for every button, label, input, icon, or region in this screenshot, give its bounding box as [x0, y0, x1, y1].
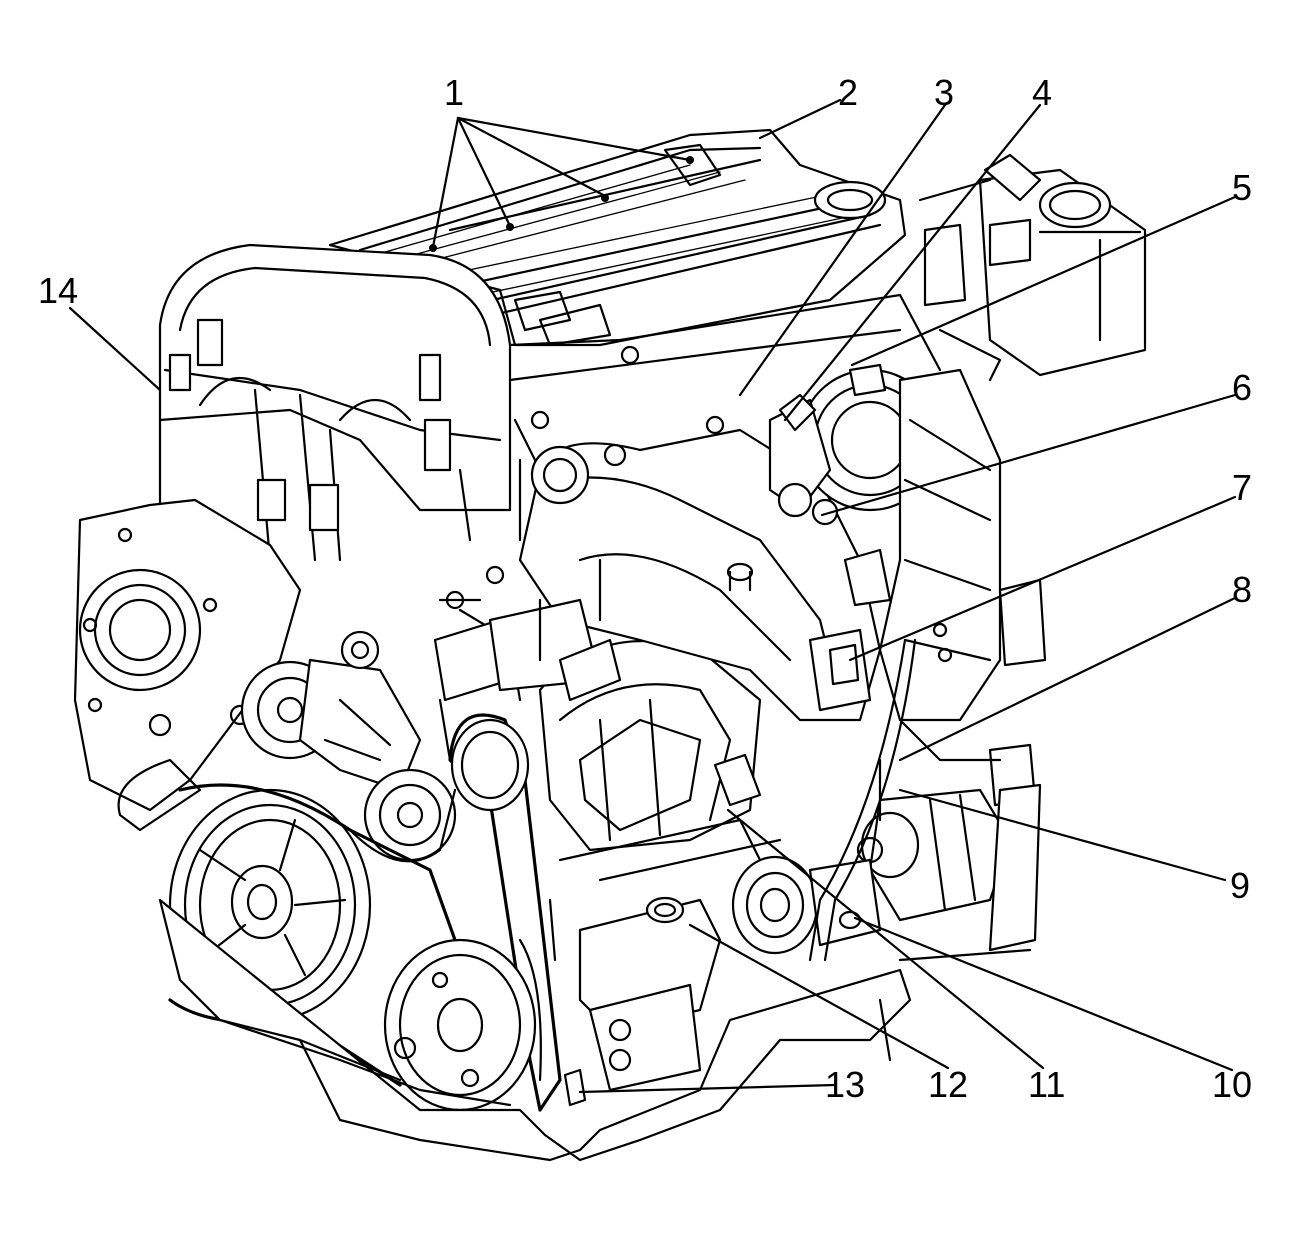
- callout-5: 5: [1232, 167, 1252, 208]
- leader-5: [850, 195, 1237, 367]
- idler-pulley: [450, 718, 530, 812]
- leader-7: [848, 495, 1237, 662]
- leader-10: [853, 916, 1234, 1072]
- engine-line-art: [73, 128, 1147, 1162]
- starter-motor: [856, 743, 1042, 952]
- leader-12: [688, 923, 950, 1070]
- callout-14: 14: [38, 270, 78, 311]
- leader-8: [898, 596, 1237, 762]
- callout-9: 9: [1230, 865, 1250, 906]
- leader-1d: [456, 116, 512, 228]
- oil-pan: [158, 753, 912, 1162]
- accessory-pulley: [383, 938, 542, 1112]
- drive-belt: [348, 713, 562, 1112]
- leader-14: [68, 306, 162, 392]
- callout-3: 3: [934, 72, 954, 113]
- engine-block: [433, 293, 1032, 1062]
- leader-11: [726, 808, 1045, 1070]
- callout-7: 7: [1232, 467, 1252, 508]
- leader-2: [758, 98, 842, 140]
- leader-13: [578, 1083, 837, 1094]
- leader-1a: [431, 116, 460, 249]
- callout-8: 8: [1232, 569, 1252, 610]
- leader-1b: [456, 116, 609, 199]
- leader-4: [783, 103, 1042, 422]
- callout-leaders: [68, 98, 1237, 1094]
- callout-13: 13: [825, 1064, 865, 1105]
- callout-10: 10: [1212, 1064, 1252, 1105]
- generator: [731, 855, 882, 955]
- leader-9: [898, 788, 1227, 882]
- callout-11: 11: [1028, 1064, 1065, 1105]
- leader-1c: [456, 116, 692, 162]
- ignition-cover: [158, 243, 512, 562]
- callout-2: 2: [838, 72, 858, 113]
- callout-12: 12: [928, 1064, 968, 1105]
- coolant-reservoir: [918, 153, 1147, 382]
- intake-manifold: [878, 368, 1047, 722]
- callout-6: 6: [1232, 367, 1252, 408]
- belt-tensioner: [240, 630, 457, 862]
- leader-6: [820, 393, 1237, 517]
- callout-1: 1: [444, 72, 464, 113]
- leader-3: [738, 103, 947, 397]
- callout-labels: 1 2 3 4 5 6 7 8 9 10 11 12 13 14: [38, 72, 1252, 1105]
- timing-cover: [73, 498, 302, 832]
- callout-4: 4: [1032, 72, 1052, 113]
